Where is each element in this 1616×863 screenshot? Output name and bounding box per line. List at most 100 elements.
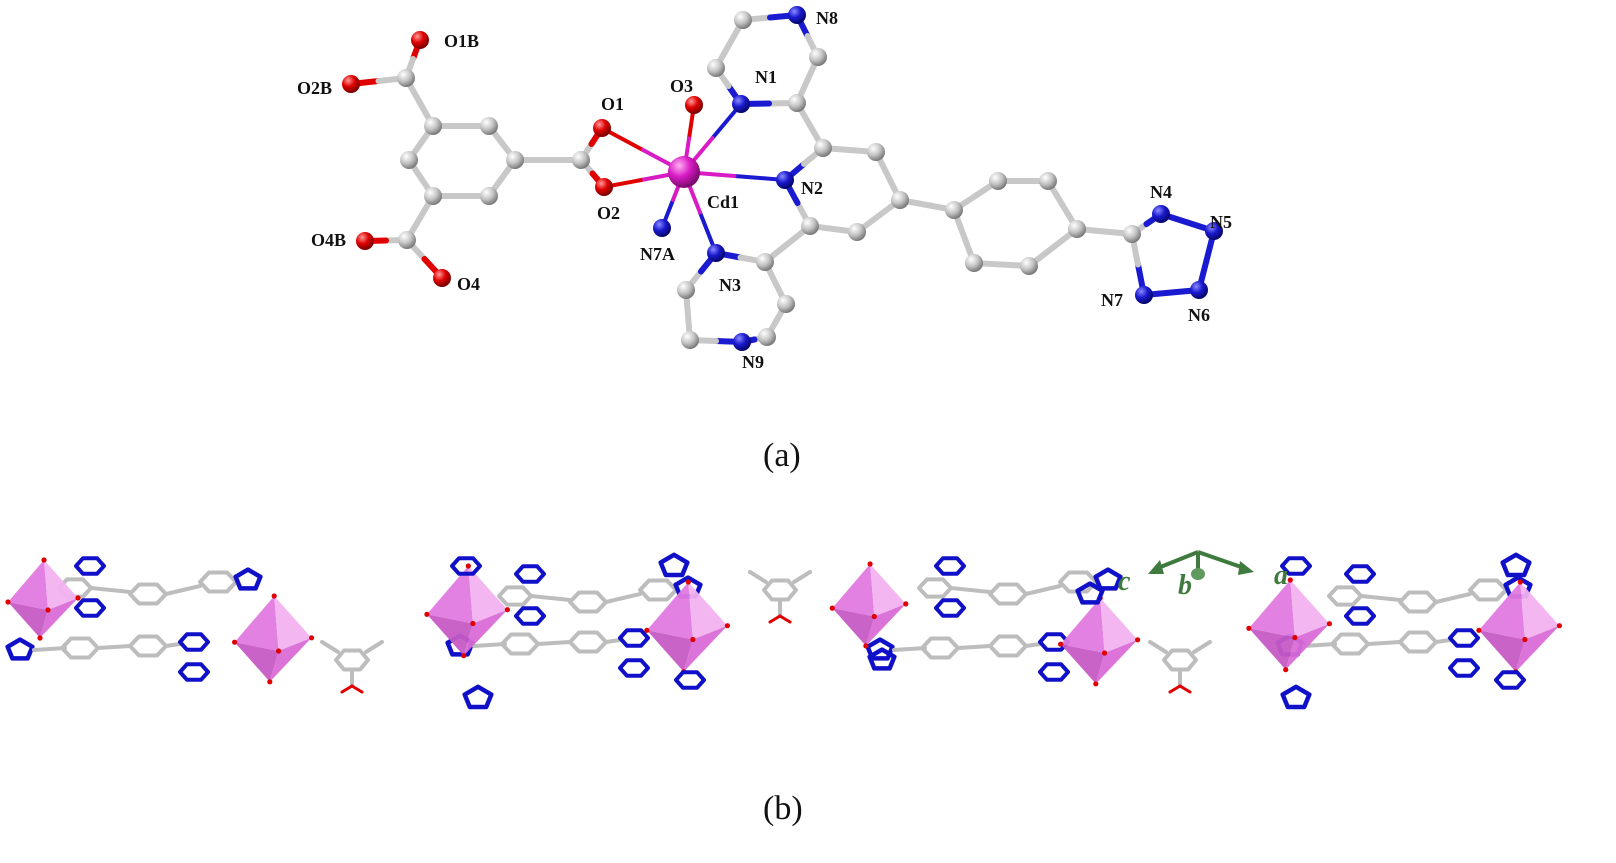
coordination-chain	[5, 552, 1562, 710]
poly-3	[424, 563, 510, 659]
poly-4-face-3	[646, 630, 693, 672]
u1-pyz-l2	[178, 662, 210, 682]
label-N7: N7	[1101, 290, 1123, 310]
label-O3: O3	[670, 76, 693, 96]
label-O4B: O4B	[311, 230, 346, 250]
panel-b-chain: c b a	[5, 550, 1562, 710]
u3-tetrazole-u	[1093, 567, 1123, 591]
axis-a-label: a	[1274, 560, 1288, 591]
poly-3-vertex-0	[465, 563, 471, 569]
label-N1: N1	[755, 67, 777, 87]
u3-pyz-l2	[1038, 662, 1070, 682]
u3-ring-u2	[988, 582, 1028, 606]
poly-3-vertex-1	[461, 653, 467, 659]
atom-pc1	[814, 139, 832, 157]
u1-ring-u3	[198, 570, 238, 594]
u1-ring-u2	[128, 582, 168, 606]
u3-ring-u3	[1058, 570, 1098, 594]
atom-pb1	[756, 253, 774, 271]
u3-ring-l2	[988, 634, 1028, 658]
label-N8: N8	[816, 8, 838, 28]
panel-a-label: (a)	[763, 437, 801, 474]
u4-pyz-l1	[1448, 628, 1480, 648]
label-N9: N9	[742, 352, 764, 372]
atom-pc4	[848, 223, 866, 241]
u4-ring-l2	[1398, 630, 1438, 654]
u1-link-l0	[32, 646, 67, 652]
u4-ring-l1	[1330, 632, 1370, 656]
poly-1-vertex-0	[41, 557, 47, 563]
tetrazole-x6	[867, 647, 897, 671]
pyz-x2	[674, 670, 706, 690]
poly-4-vertex-2	[644, 627, 650, 633]
atom-ph3	[1039, 172, 1057, 190]
poly-7-vertex-4	[1292, 634, 1298, 641]
iso3-arm-r	[1192, 640, 1212, 654]
poly-6-vertex-1	[1093, 681, 1099, 687]
u3-pyz-u1	[934, 556, 966, 576]
u2-link-u1	[529, 594, 572, 602]
u2-ring-l1	[500, 632, 540, 656]
poly-2-face-1	[234, 596, 279, 651]
poly-5-vertex-0	[867, 561, 873, 567]
u3-link-l2	[1024, 642, 1042, 648]
poly-7-face-4	[1285, 623, 1330, 670]
poly-6	[1058, 595, 1141, 687]
label-O1: O1	[601, 94, 624, 114]
poly-5-vertex-2	[829, 605, 835, 611]
poly-6-face-2	[1100, 598, 1138, 653]
tetrazole-x3	[1280, 684, 1312, 710]
atom-r6	[400, 151, 418, 169]
poly-7-face-1	[1248, 580, 1295, 638]
atom-pa4	[788, 94, 806, 112]
poly-3-vertex-4	[470, 620, 476, 627]
label-N3: N3	[719, 275, 741, 295]
atom-O1	[593, 119, 611, 137]
u4-ring-u1	[1327, 585, 1363, 607]
poly-2-vertex-4	[276, 648, 282, 654]
poly-1	[5, 557, 81, 641]
u4-link-u2	[1434, 592, 1472, 604]
poly-1-face-3	[8, 602, 48, 638]
poly-1-face-4	[40, 598, 78, 638]
atom-N7A	[653, 219, 671, 237]
poly-7	[1246, 577, 1332, 673]
iso3-cooh-o2	[1178, 684, 1192, 694]
poly-7-vertex-1	[1283, 667, 1289, 673]
atom-pb2	[777, 295, 795, 313]
atom-pc2	[867, 143, 885, 161]
iso2-arm-r	[792, 570, 812, 584]
iso1-ring	[334, 648, 370, 672]
poly-7-face-2	[1290, 580, 1330, 638]
atom-N3	[707, 244, 725, 262]
u4-pyz-u2	[1344, 606, 1376, 626]
poly-1-vertex-1	[37, 635, 43, 641]
panel-b-label: (b)	[763, 790, 803, 827]
u3-ring-l1	[920, 636, 960, 660]
u2-pyz-l2	[618, 658, 650, 678]
label-N6: N6	[1188, 305, 1210, 325]
u3-ring-u1	[917, 577, 953, 599]
atom-N4	[1152, 205, 1170, 223]
poly-3-face-1	[426, 566, 473, 624]
poly-3-vertex-2	[424, 611, 430, 617]
poly-7-face-3	[1248, 628, 1295, 670]
poly-4-vertex-4	[690, 636, 696, 643]
u1-tetrazole-l	[5, 637, 35, 661]
u2-link-u2	[604, 592, 642, 604]
atom-C_cb2	[398, 231, 416, 249]
label-O1B: O1B	[444, 31, 479, 51]
poly-2-vertex-3	[309, 635, 315, 641]
label-O2B: O2B	[297, 78, 332, 98]
poly-1-vertex-3	[75, 595, 81, 601]
iso1-cooh-o2	[350, 684, 364, 694]
tetrazole-x2	[658, 552, 690, 578]
u4-ring-u3	[1468, 578, 1508, 602]
u1-ring-l2	[128, 634, 168, 658]
atom-N5	[1205, 222, 1223, 240]
atom-ph6	[965, 254, 983, 272]
poly-3-face-2	[468, 566, 508, 624]
poly-8-vertex-2	[1476, 627, 1482, 633]
label-N7A: N7A	[640, 244, 675, 264]
atom-ph4	[1068, 220, 1086, 238]
